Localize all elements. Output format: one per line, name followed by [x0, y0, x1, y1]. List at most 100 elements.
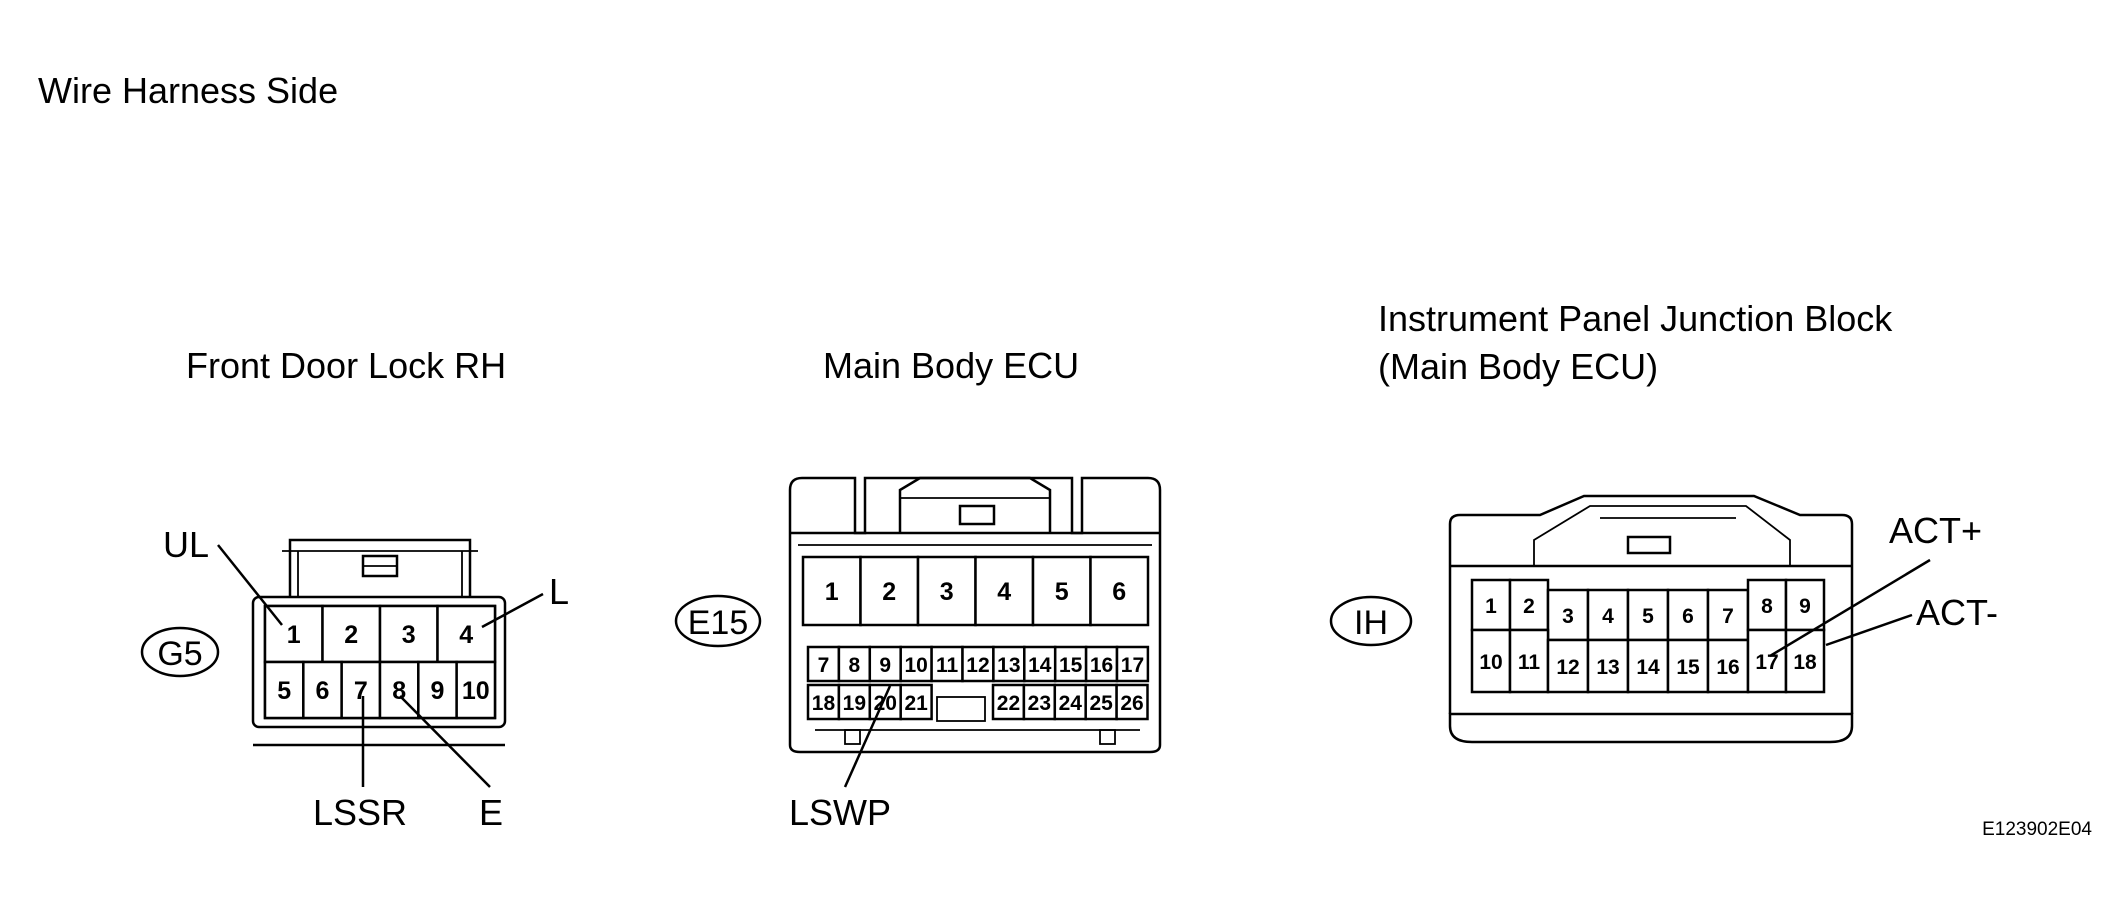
- ih-pin-13: [1586, 638, 1630, 694]
- e15-pin-label-19: 19: [843, 692, 866, 715]
- e15-pin-label-7: 7: [818, 654, 830, 677]
- e15-pin-label-5: 5: [1055, 578, 1069, 606]
- e15-pin-label-24: 24: [1059, 692, 1083, 715]
- ih-pin-label-5: 5: [1642, 605, 1654, 628]
- e15-pin-label-16: 16: [1090, 654, 1113, 677]
- e15-pin-label-26: 26: [1120, 692, 1143, 715]
- e15-pin-21: [899, 683, 933, 721]
- g5-pin-label-2: 2: [344, 621, 358, 649]
- callout-lswp: LSWP: [789, 792, 891, 833]
- callout-act-plus: ACT+: [1889, 510, 1982, 551]
- e15-pin-20: [868, 683, 902, 721]
- callout-l: L: [549, 571, 569, 612]
- ih-pin-2: [1508, 578, 1550, 632]
- ih-pin-label-9: 9: [1799, 595, 1811, 618]
- e15-pin-13: [992, 645, 1026, 683]
- e15-pin-10: [899, 645, 933, 683]
- main-body-ecu-title: Main Body ECU: [823, 345, 1079, 386]
- e15-pin-label-1: 1: [825, 578, 839, 606]
- e15-pin-label-15: 15: [1059, 654, 1083, 677]
- e15-lock-tab: [958, 504, 996, 526]
- e15-pin-label-11: 11: [936, 654, 959, 677]
- e15-pin-15: [1053, 645, 1088, 683]
- e15-pin-4: [974, 555, 1035, 627]
- ih-code: IH: [1354, 604, 1388, 642]
- g5-pin-5: [263, 660, 305, 720]
- e15-pin-6: [1089, 555, 1150, 627]
- g5-pin-6: [302, 660, 343, 720]
- ih-pin-4: [1586, 588, 1630, 642]
- e15-pin-label-17: 17: [1121, 654, 1144, 677]
- ih-pin-label-16: 16: [1716, 656, 1739, 679]
- ih-pin-label-7: 7: [1722, 605, 1734, 628]
- e15-pin-22: [991, 683, 1026, 721]
- ih-pin-label-4: 4: [1602, 605, 1614, 628]
- e15-pin-3: [916, 555, 977, 627]
- g5-pin-label-7: 7: [354, 677, 368, 705]
- ih-pin-label-13: 13: [1596, 656, 1619, 679]
- ih-pin-17: [1746, 628, 1788, 694]
- g5-pin-label-10: 10: [462, 677, 490, 705]
- e15-pin-16: [1084, 645, 1119, 683]
- g5-pin-9: [417, 660, 458, 720]
- e15-pin-label-9: 9: [879, 654, 891, 677]
- e15-pin-17: [1115, 645, 1150, 683]
- e15-pin-label-25: 25: [1089, 692, 1113, 715]
- ih-pin-label-8: 8: [1761, 595, 1773, 618]
- figure-reference: E123902E04: [1982, 819, 2092, 840]
- ih-pin-16: [1706, 638, 1750, 694]
- ih-pin-15: [1666, 638, 1710, 694]
- ih-pin-label-15: 15: [1676, 656, 1700, 679]
- g5-pin-label-1: 1: [287, 621, 301, 649]
- junction-block-subtitle: (Main Body ECU): [1378, 346, 1658, 387]
- junction-block-connector: Instrument Panel Junction Block (Main Bo…: [1329, 298, 1998, 744]
- g5-code: G5: [157, 635, 202, 673]
- ih-housing: [1448, 494, 1854, 714]
- e15-blank-slot: [936, 696, 986, 722]
- ih-pin-18: [1784, 628, 1826, 694]
- g5-pin-10: [455, 660, 497, 720]
- g5-pin-label-6: 6: [316, 677, 330, 705]
- e15-pin-26: [1115, 683, 1149, 721]
- ih-pin-label-11: 11: [1518, 651, 1541, 674]
- front-door-lock-title: Front Door Lock RH: [186, 345, 506, 386]
- g5-housing: [251, 595, 507, 729]
- ih-pin-11: [1508, 628, 1550, 694]
- ih-pin-label-10: 10: [1479, 651, 1502, 674]
- ih-pin-9: [1784, 578, 1826, 632]
- ih-pin-label-17: 17: [1755, 651, 1778, 674]
- g5-pin-label-4: 4: [459, 621, 473, 649]
- ih-pin-label-6: 6: [1682, 605, 1694, 628]
- e15-housing: [788, 476, 1162, 754]
- e15-pin-label-22: 22: [997, 692, 1020, 715]
- e15-pin-label-6: 6: [1112, 578, 1126, 606]
- e15-pin-11: [930, 645, 964, 683]
- ih-pin-6: [1666, 588, 1710, 642]
- ih-pin-label-3: 3: [1562, 605, 1574, 628]
- e15-pin-label-2: 2: [882, 578, 896, 606]
- callout-act-minus: ACT-: [1916, 592, 1998, 633]
- g5-pin-label-9: 9: [431, 677, 445, 705]
- e15-pin-label-23: 23: [1028, 692, 1051, 715]
- callout-e: E: [479, 792, 503, 833]
- ih-pin-10: [1470, 628, 1512, 694]
- ih-lock-tab: [1626, 535, 1672, 555]
- e15-pin-label-3: 3: [940, 578, 954, 606]
- g5-pin-label-3: 3: [402, 621, 416, 649]
- ih-pin-label-14: 14: [1636, 656, 1660, 679]
- e15-pin-label-18: 18: [812, 692, 836, 715]
- e15-pin-label-14: 14: [1028, 654, 1052, 677]
- e15-pin-label-21: 21: [904, 692, 928, 715]
- ih-pin-label-1: 1: [1485, 595, 1497, 618]
- g5-pin-label-5: 5: [277, 677, 291, 705]
- e15-pin-label-8: 8: [849, 654, 861, 677]
- e15-pin-8: [837, 645, 872, 683]
- ih-pin-14: [1626, 638, 1670, 694]
- g5-latch: [288, 538, 472, 597]
- callout-lssr: LSSR: [313, 792, 407, 833]
- junction-block-title: Instrument Panel Junction Block: [1378, 298, 1893, 339]
- e15-pin-label-13: 13: [997, 654, 1020, 677]
